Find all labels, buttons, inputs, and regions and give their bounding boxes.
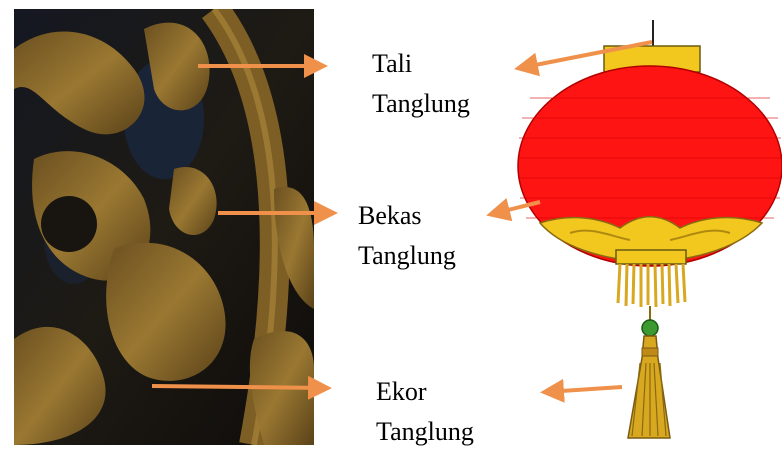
label-ekor-line2: Tanglung [376,412,474,452]
label-tali-tanglung: Tali Tanglung [372,44,470,124]
label-tali-line1: Tali [372,44,470,84]
carved-frame-illustration [14,9,314,445]
label-ekor-line1: Ekor [376,372,474,412]
label-bekas-line2: Tanglung [358,236,456,276]
label-ekor-tanglung: Ekor Tanglung [376,372,474,452]
label-bekas-line1: Bekas [358,196,456,236]
carved-lantern-frame-photo [14,9,314,445]
lantern-drawing [500,18,782,452]
label-bekas-tanglung: Bekas Tanglung [358,196,456,276]
label-tali-line2: Tanglung [372,84,470,124]
chinese-lantern-illustration [500,18,782,452]
